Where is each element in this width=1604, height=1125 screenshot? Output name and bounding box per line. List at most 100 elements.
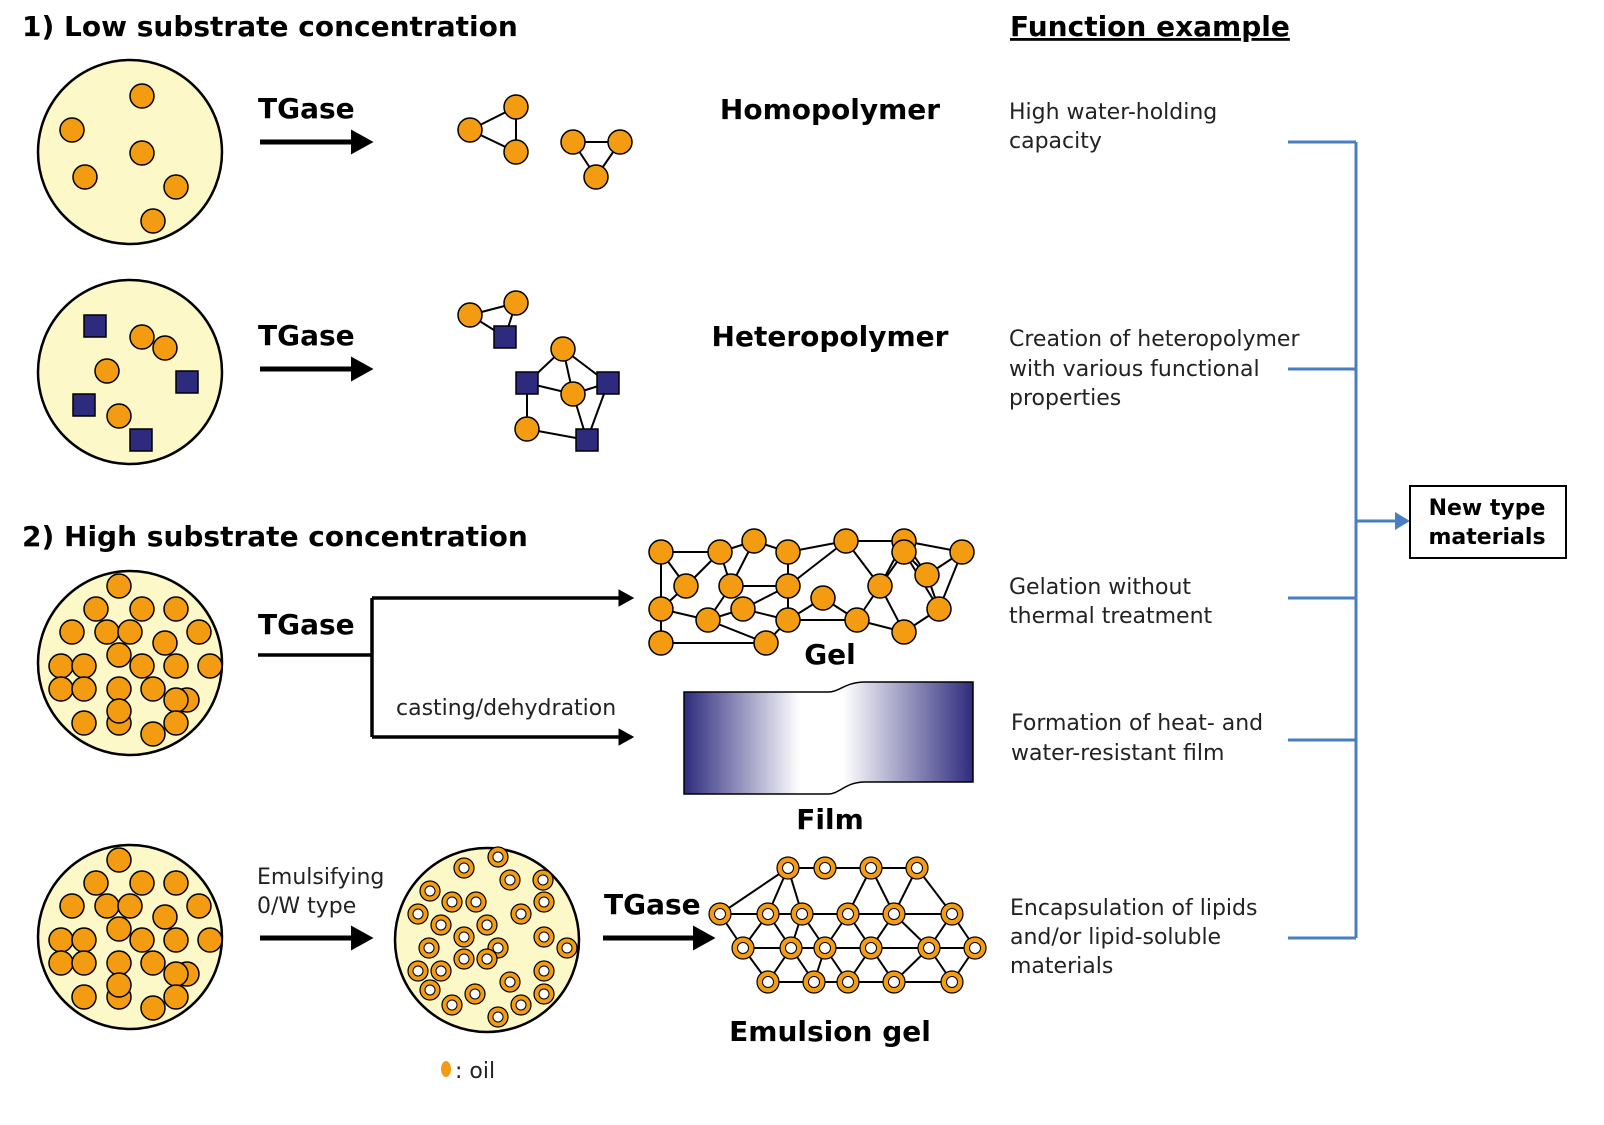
gel-node [775,607,801,633]
svg-text:thermal treatment: thermal treatment [1009,604,1213,629]
protein-dot [106,573,132,599]
label-homopolymer: Homopolymer [720,93,940,126]
emulsion-gel-network [708,856,987,994]
svg-text:Gelation without: Gelation without [1009,575,1191,600]
svg-text:properties: properties [1009,386,1121,411]
emulsion-node-core [808,976,820,988]
gel-node [741,528,767,554]
label-heteropolymer: Heteropolymer [712,320,949,353]
emulsion-node-core [888,908,900,920]
emulsion-node-core [923,942,935,954]
oil-core [412,965,424,977]
gel-node [914,562,940,588]
function-example-3: Gelation without thermal treatment [1009,575,1213,629]
oil-core [481,953,493,965]
protein-dot [59,893,85,919]
oil-core [446,896,458,908]
new-type-materials-box: New type materials [1409,485,1567,559]
tgase-label-2: TGase [258,319,355,352]
gel-node [775,573,801,599]
heading-low-concentration: 1) Low substrate concentration [22,10,518,43]
oil-core [537,874,549,886]
film-shape [683,681,974,795]
protein-dot [197,653,223,679]
label-emulsifying-1: Emulsifying [257,865,384,890]
oil-core [458,931,470,943]
protein-dot [163,687,189,713]
protein-dot [129,870,155,896]
protein-dot [48,927,74,953]
protein-dot [163,596,189,622]
oil-core [538,965,550,977]
gel-node [775,539,801,565]
protein-dot [71,710,97,736]
protein-dot [186,619,212,645]
gel-node [867,573,893,599]
protein-dot [106,972,132,998]
emulsion-node-core [911,862,923,874]
emulsion-node-core [946,908,958,920]
oil-core [424,984,436,996]
label-emulsifying-2: 0/W type [257,894,356,919]
protein-dot [163,710,189,736]
oil-core [435,965,447,977]
emulsion-node-core [782,862,794,874]
protein-dot [83,596,109,622]
gel-node [718,573,744,599]
oil-legend-label: : oil [455,1059,495,1084]
emulsion-node-core [762,976,774,988]
svg-text:capacity: capacity [1009,129,1102,154]
emulsion-node-core [842,908,854,920]
protein-dot [140,721,166,747]
oil-core [435,919,447,931]
gel-node [844,607,870,633]
gel-node [648,596,674,622]
protein-dot [140,676,166,702]
protein-dot [163,984,189,1010]
emulsion-node-core [842,976,854,988]
oil-core [412,908,424,920]
gel-node [926,596,952,622]
gel-node [707,539,733,565]
protein-dot [71,653,97,679]
oil-core [469,988,481,1000]
protein-dot [106,950,132,976]
label-casting: casting/dehydration [396,696,616,721]
svg-text:with various functional: with various functional [1009,357,1260,382]
protein-dot [106,676,132,702]
protein-dot [117,619,143,645]
heading-high-concentration: 2) High substrate concentration [22,520,528,553]
svg-text:New type: New type [1429,496,1546,521]
protein-dot [94,893,120,919]
oil-core [538,896,550,908]
oil-core [538,988,550,1000]
emulsion-node-core [865,942,877,954]
svg-text:and/or lipid-soluble: and/or lipid-soluble [1010,925,1221,950]
gel-node [833,528,859,554]
tgase-label-4: TGase [604,888,701,921]
oil-core [492,942,504,954]
oil-legend-icon [441,1061,451,1077]
gel-node [648,539,674,565]
protein-dot [106,698,132,724]
emulsion-node-core [762,908,774,920]
protein-dot [129,653,155,679]
emulsion-node-core [796,908,808,920]
emulsion-node-core [865,862,877,874]
oil-core [515,908,527,920]
protein-dot [163,927,189,953]
emulsion-node-core [737,942,749,954]
protein-dot [152,904,178,930]
oil-core [424,885,436,897]
oil-core [561,942,573,954]
emulsion-node-core [819,942,831,954]
oil-core [492,1011,504,1023]
protein-dot [59,619,85,645]
sample-circle-low-1 [36,58,224,246]
oil-core [504,976,516,988]
protein-dot [71,984,97,1010]
protein-dot [106,916,132,942]
protein-dot [106,847,132,873]
protein-dot [83,870,109,896]
